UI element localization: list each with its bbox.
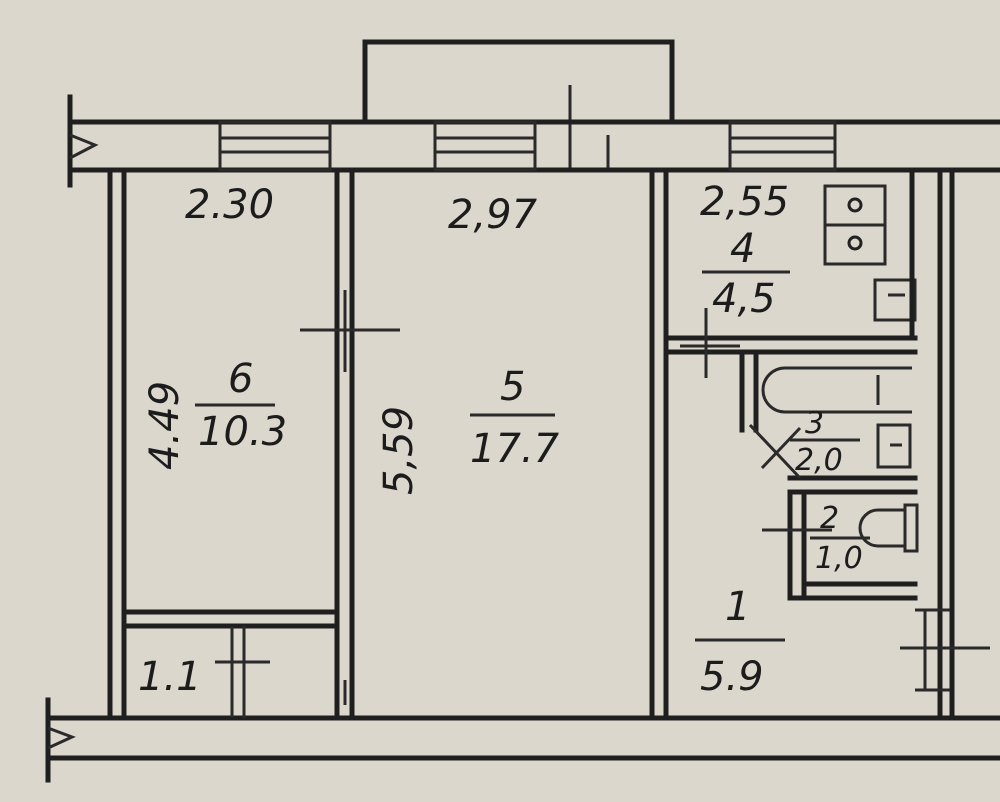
kitchen-sink-icon <box>873 278 917 322</box>
window-room6 <box>218 120 332 172</box>
closet-area: 1.1 <box>138 654 202 700</box>
exterior-wall-bottom <box>45 697 1000 783</box>
room6-number: 6 <box>228 356 253 402</box>
room1-number: 1 <box>725 584 750 630</box>
bathroom <box>739 349 918 495</box>
room6-length: 4.49 <box>142 381 188 470</box>
room3-number: 3 <box>805 406 824 441</box>
room5-number: 5 <box>500 364 525 410</box>
exterior-wall-right <box>909 169 955 721</box>
toilet-icon <box>858 503 919 553</box>
room4-area: 4,5 <box>712 276 776 322</box>
room6-width: 2.30 <box>185 182 274 228</box>
room5-length: 5,59 <box>376 406 422 495</box>
room1-area: 5.9 <box>700 654 764 700</box>
room4-number: 4 <box>730 226 755 272</box>
partition-5-hall <box>649 169 669 721</box>
room5-width: 2,97 <box>448 192 538 238</box>
bathtub-icon <box>761 366 912 414</box>
room5-area: 17.7 <box>470 426 560 472</box>
room6-area: 10.3 <box>198 409 287 455</box>
washbasin-icon <box>876 423 912 469</box>
stove-icon <box>823 184 887 266</box>
entry-door <box>900 608 990 692</box>
room2-number: 2 <box>820 501 839 536</box>
window-room5 <box>433 120 537 172</box>
room2-area: 1,0 <box>815 541 863 576</box>
balcony <box>362 39 675 170</box>
toilet-room <box>762 489 918 601</box>
room4-width: 2,55 <box>700 179 789 225</box>
closet <box>121 609 340 718</box>
window-kitchen <box>728 120 837 172</box>
room3-area: 2,0 <box>795 443 843 478</box>
